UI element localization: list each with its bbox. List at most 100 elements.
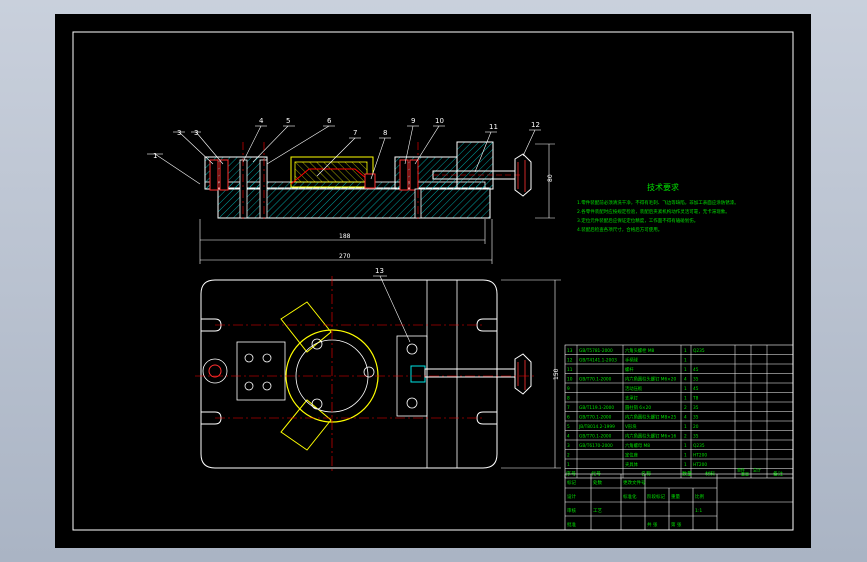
tb-cell: 标准化 [623,493,637,500]
tb-cell: 1:1 [695,508,702,514]
bom-header-total: 总计 [753,467,761,473]
bom-cell-seq: 7 [567,405,570,411]
bom-header-unit: 单件 [737,467,745,473]
bom-cell-code: GB/T70.1-2000 [579,376,612,382]
bom-cell-qty: 1 [684,348,687,354]
tech-req-line: 2.各零件装配时应按规定检验，装配后夹紧机构动作灵活可靠，无卡滞现象。 [577,208,730,215]
balloon-3: 3 [194,129,198,137]
bom-header-weight: 重量 [741,471,749,477]
bom-cell-name: 六角螺母 M8 [625,442,650,449]
dim-height-front: 80 [547,174,554,182]
bom-cell-qty: 1 [684,452,687,458]
tb-cell: 批准 [567,521,576,528]
bom-cell-seq: 9 [567,386,570,392]
bom-cell-seq: 4 [567,433,570,439]
balloon-4: 4 [259,117,264,125]
bom-cell-name: V形块 [625,423,637,430]
bom-cell-code: GB/T4141.1-2003 [579,357,617,363]
balloon-7: 7 [353,129,357,137]
bom-cell-qty: 4 [684,414,687,420]
balloon-2: 3 [177,129,181,137]
part-balloons [147,125,541,343]
bom-cell-seq: 6 [567,414,570,420]
bom-cell-code: JB/T8014.2-1999 [578,424,615,430]
bom-cell-code: GB/T119.1-2000 [579,405,614,411]
bom-cell-name: 内六角圆柱头螺钉 M8×25 [625,413,677,420]
dim-inner-length: 188 [339,233,351,240]
dim-height-top: 150 [553,368,560,380]
bom-cell-code: GB/T70.1-2000 [579,433,612,439]
tb-cell: 审核 [567,507,576,514]
balloon-6: 6 [327,117,332,125]
front-dimensions [199,143,555,264]
bom-cell-seq: 5 [567,424,570,430]
tb-cell: 设计 [567,493,576,500]
cad-viewport[interactable]: 1 3 3 4 5 6 7 8 9 10 11 12 13 188 270 80 [55,14,811,548]
bom-cell-qty: 1 [684,367,687,373]
bom-cell-material: 35 [693,376,699,382]
bom-cell-seq: 13 [567,348,573,354]
bom-cell-qty: 1 [684,424,687,430]
bom-cell-name: 六角头螺栓 M8 [625,347,655,354]
bom-cell-material: T8 [692,395,699,401]
bom-cell-material: 35 [693,433,699,439]
balloon-1: 1 [153,152,157,160]
top-dimensions [501,279,561,469]
tech-req-line: 1.零件装配前必须清洗干净，不得有毛刺、飞边等缺陷，非加工表面应涂防锈漆。 [577,199,739,206]
tb-cell: 处数 [593,479,602,486]
bom-cell-qty: 1 [684,386,687,392]
bom-cell-name: 活动压板 [625,385,643,392]
balloon-13: 13 [375,267,384,275]
bom-cell-material: Q235 [693,348,705,354]
bom-cell-code: GB/T70.1-2000 [579,414,612,420]
bom-cell-qty: 2 [684,405,687,411]
bom-cell-code: GB/T6170-2000 [579,443,613,449]
bom-cell-qty: 2 [684,433,687,439]
bom-cell-material: 20 [693,424,699,430]
bom-cell-material: 45 [693,367,699,373]
balloon-8: 8 [383,129,387,137]
bom-cell-qty: 4 [684,376,687,382]
bom-cell-qty: 1 [684,462,687,468]
tb-cell: 第 张 [671,521,682,528]
tb-cell: 阶段标记 [647,493,665,500]
technical-drawing: 1 3 3 4 5 6 7 8 9 10 11 12 13 188 270 80 [72,31,794,531]
bom-cell-qty: 1 [684,443,687,449]
bom-cell-code: GB/T5781-2000 [579,348,613,354]
bom-cell-name: 螺杆 [625,366,634,373]
bom-cell-qty: 1 [684,395,687,401]
balloon-10: 10 [435,117,444,125]
sheet-border [72,31,794,531]
bom-cell-material: 45 [693,386,699,392]
dim-overall-length: 270 [339,253,351,260]
title-block [564,473,794,531]
tech-req-title: 技术要求 [647,182,679,192]
bom-cell-seq: 1 [567,462,570,468]
bom-cell-seq: 2 [567,452,570,458]
bom-cell-material: HT200 [693,462,707,468]
tech-req-line: 4.装配后检查各项尺寸，合格后方可使用。 [577,226,662,233]
bom-cell-seq: 8 [567,395,570,401]
bom-cell-material: HT200 [693,452,707,458]
tech-req-line: 3.定位元件装配后应保证定位精度，工作面不得有磕碰划伤。 [577,217,698,224]
front-section-view [204,141,532,222]
bom-cell-name: 定位座 [625,451,639,458]
tb-cell: 工艺 [593,508,602,514]
balloon-12: 12 [531,121,540,129]
tb-cell: 更改文件号 [623,479,646,486]
bom-cell-seq: 12 [567,357,573,363]
bom-cell-name: 手柄球 [625,356,639,363]
bom-cell-name: 内六角圆柱头螺钉 M6×20 [625,375,677,382]
bom-cell-material: 35 [693,414,699,420]
tb-cell: 标记 [567,479,576,486]
bom-cell-material: 35 [693,405,699,411]
bom-cell-name: 圆柱销 6×20 [625,404,651,411]
bom-cell-name: 内六角圆柱头螺钉 M6×16 [625,432,677,439]
tb-cell: 比例 [695,493,704,500]
balloon-5: 5 [286,117,290,125]
technical-requirements: 技术要求 1.零件装配前必须清洗干净，不得有毛刺、飞边等缺陷，非加工表面应涂防锈… [577,182,739,233]
balloon-11: 11 [489,123,498,131]
bom-cell-material: Q235 [693,443,705,449]
bom-cell-name: 夹具体 [625,461,639,468]
